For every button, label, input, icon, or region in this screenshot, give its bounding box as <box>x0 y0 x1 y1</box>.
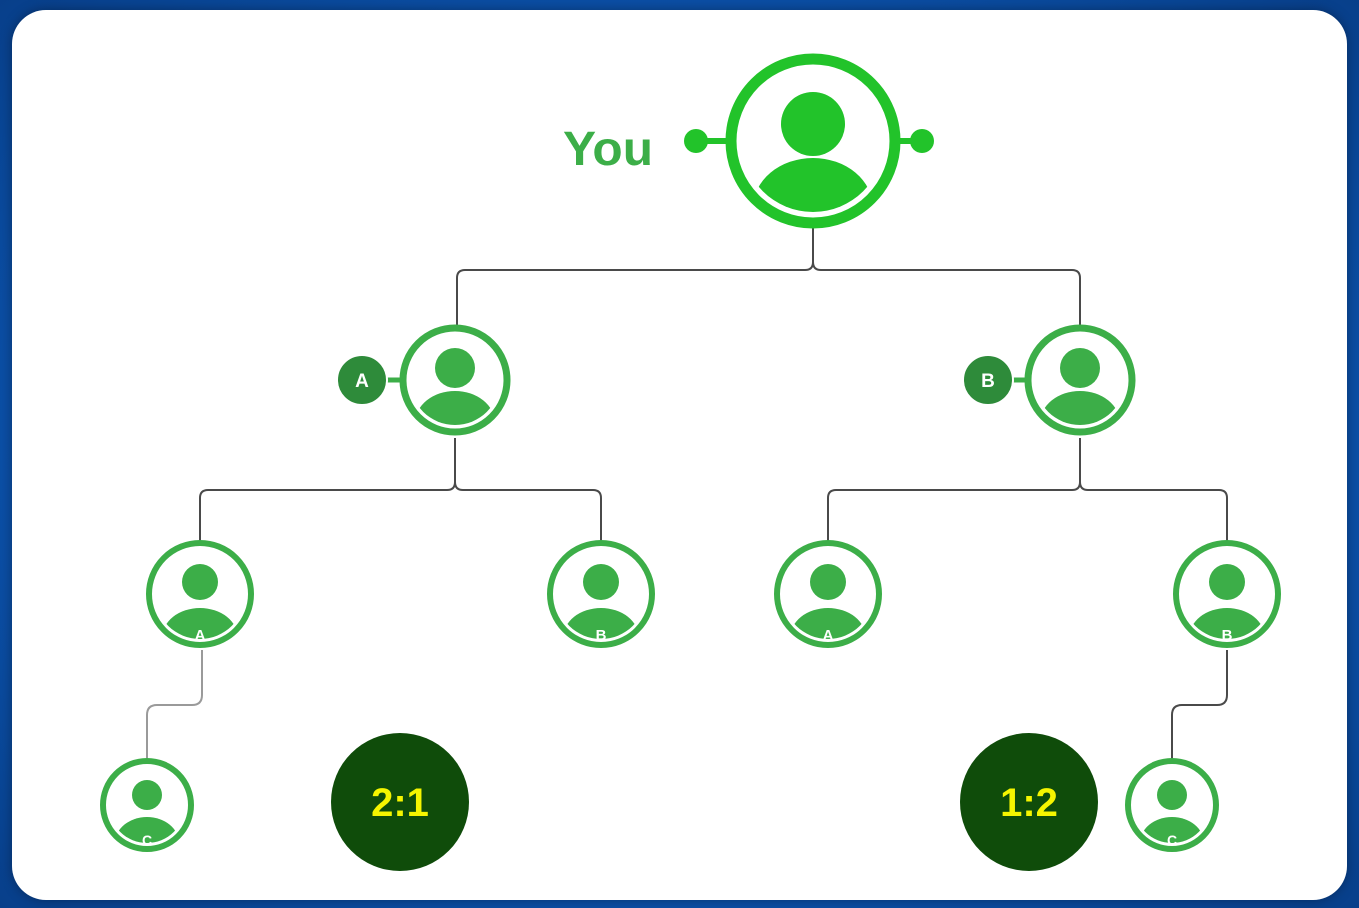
ratio-badge-bg <box>960 733 1098 871</box>
ratio-text: 1:2 <box>1000 781 1058 825</box>
root-right-dot <box>910 129 934 153</box>
node-level2-b-left: B <box>547 540 655 648</box>
user-icon <box>563 564 639 639</box>
connector-a-c <box>146 650 203 758</box>
tag-label: B <box>1222 627 1233 644</box>
root-left-dot <box>684 129 708 153</box>
user-icon <box>162 564 238 639</box>
user-icon <box>1140 780 1204 843</box>
tag-label: A <box>355 371 369 392</box>
connector-b <box>827 438 1228 545</box>
connector-b-c <box>1171 650 1228 760</box>
tag-label: B <box>596 627 607 644</box>
tag-label: C <box>142 832 152 848</box>
node-level2-a-left: A <box>146 540 254 648</box>
node-level3-c-right: C <box>1125 758 1219 852</box>
tag-badge <box>336 354 388 406</box>
user-icon <box>753 92 873 212</box>
user-icon <box>115 780 179 843</box>
tag-label: B <box>981 371 995 392</box>
user-icon <box>1189 564 1265 639</box>
node-level2-a-right: A <box>774 540 882 648</box>
tag-label: A <box>823 627 834 644</box>
connector-a <box>199 438 602 545</box>
user-icon <box>1040 348 1120 425</box>
root-node-you: You <box>563 53 934 229</box>
user-icon <box>790 564 866 639</box>
node-level1-a: A <box>336 324 511 436</box>
connectors <box>146 228 1228 760</box>
ratio-badge-right: 1:2 <box>960 733 1098 871</box>
node-level3-c-left: C <box>100 758 194 852</box>
diagram-panel <box>12 10 1347 900</box>
tag-label: C <box>1167 832 1177 848</box>
connector-root <box>456 228 1081 325</box>
node-level2-b-right: B <box>1173 540 1281 648</box>
you-label: You <box>563 123 653 176</box>
node-level1-b: B <box>962 324 1136 436</box>
user-icon <box>415 348 495 425</box>
tag-label: A <box>195 627 206 644</box>
tag-badge <box>962 354 1014 406</box>
ratio-badge-left: 2:1 <box>331 733 469 871</box>
ratio-badge-bg <box>331 733 469 871</box>
ratio-text: 2:1 <box>371 781 429 825</box>
